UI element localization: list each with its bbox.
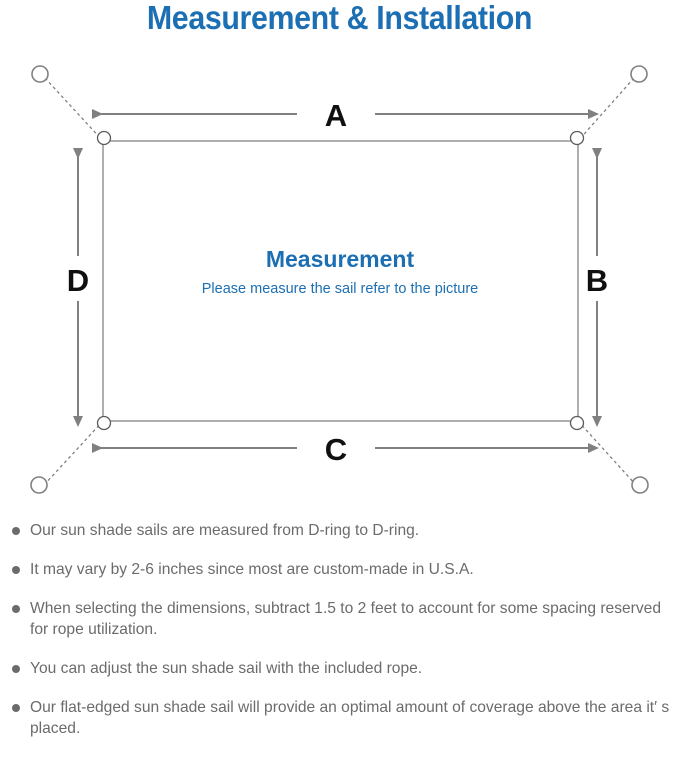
rope-line-bottom-right [577,420,637,486]
rope-lines [43,77,637,486]
rope-line-top-right [577,77,635,142]
list-item: Our sun shade sails are measured from D-… [0,520,679,541]
sail-center-title: Measurement [266,246,415,272]
note-text: When selecting the dimensions, subtract … [30,600,662,638]
list-item: When selecting the dimensions, subtract … [0,598,679,640]
bullet-icon [12,665,20,673]
rope-line-bottom-left [43,420,104,486]
dimension-a-label: A [325,98,347,133]
measurement-installation-page: Measurement & Installation [0,0,679,737]
note-text: Our flat-edged sun shade sail will provi… [30,699,670,737]
d-ring-top-right [569,130,585,146]
d-ring-top-left [96,130,112,146]
sail-measurement-diagram: A C D B Measurement Please me [0,48,679,510]
dimension-b-label: B [586,263,608,298]
d-rings [96,130,585,431]
note-text: Our sun shade sails are measured from D-… [30,522,420,539]
notes-list: Our sun shade sails are measured from D-… [0,520,679,757]
dimension-d: D [67,148,89,427]
dimension-a: A [92,98,599,133]
bullet-icon [12,527,20,535]
list-item: You can adjust the sun shade sail with t… [0,658,679,679]
anchor-point-bottom-right [631,476,649,494]
dimension-b: B [586,148,608,427]
note-text: It may vary by 2-6 inches since most are… [30,561,474,578]
d-ring-bottom-left [96,415,112,431]
sail-center-subtitle: Please measure the sail refer to the pic… [202,281,478,297]
bullet-icon [12,704,20,712]
anchor-point-top-right [630,65,648,83]
anchor-point-bottom-left [30,476,48,494]
list-item: Our flat-edged sun shade sail will provi… [0,697,679,739]
page-title: Measurement & Installation [146,0,533,36]
bullet-icon [12,566,20,574]
rope-line-top-left [44,77,104,142]
anchor-points [30,65,649,494]
d-ring-bottom-right [569,415,585,431]
anchor-point-top-left [31,65,49,83]
sail-rectangle [102,140,579,422]
note-text: You can adjust the sun shade sail with t… [30,660,423,677]
list-item: It may vary by 2-6 inches since most are… [0,559,679,580]
dimension-d-label: D [67,263,89,298]
dimension-c-label: C [325,432,347,467]
bullet-icon [12,605,20,613]
dimension-c: C [92,432,599,467]
